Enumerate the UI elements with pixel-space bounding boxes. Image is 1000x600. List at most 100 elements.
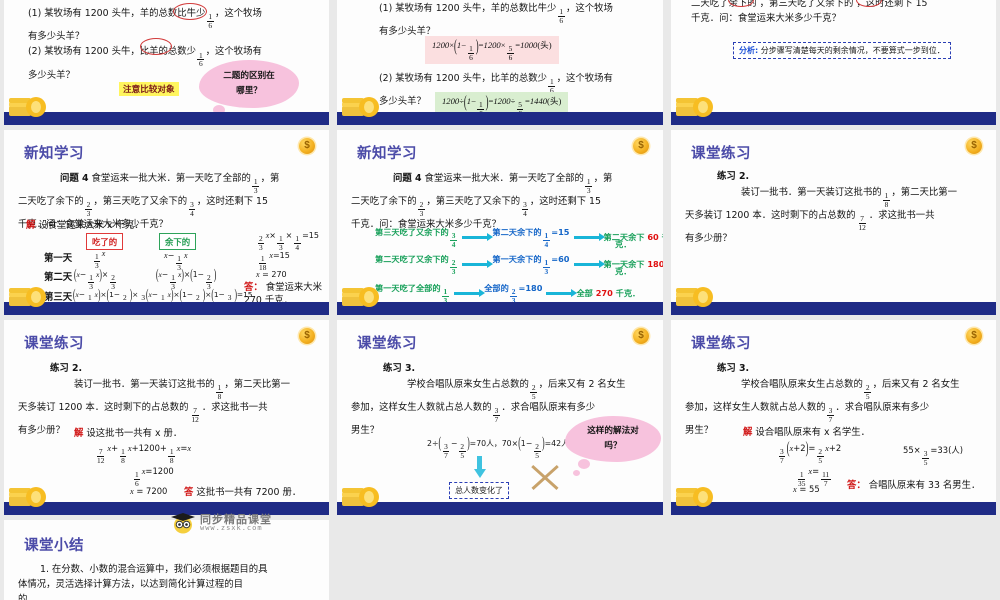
coins-icon (676, 97, 713, 117)
slide-r2c3-line-3: 有多少册？ (685, 233, 732, 245)
exercise-label: 练习 2. (50, 363, 83, 374)
slide-footer-bar (337, 112, 663, 125)
problem-label: 问题 4 (393, 173, 422, 184)
coin-badge-icon: $ (299, 328, 315, 344)
coins-icon (9, 287, 46, 307)
watermark: 同步精品课堂 www.zsxk.com (170, 512, 272, 534)
watermark-brand: 同步精品课堂 (200, 512, 272, 526)
arrow-icon (573, 232, 605, 241)
watermark-url: www.zsxk.com (200, 524, 263, 533)
slide-r1c3-line-2: 千克．问：食堂运来大米多少千克？ (691, 13, 842, 25)
answer-tag: 答： (244, 282, 263, 293)
slide-footer-bar (4, 112, 329, 125)
exercise-label: 练习 2. (717, 171, 750, 182)
arrow-icon (462, 232, 494, 241)
solution-text: 设合唱队原来有 x 名学生． (755, 427, 871, 438)
flow-c-2: 第一天余下 180 千 (603, 259, 663, 270)
flow-row-2-cont: 克． (615, 266, 632, 276)
slide-r3c1-line-3: 有多少册？ (18, 425, 65, 437)
cloud-line-2: 吗？ (604, 441, 622, 451)
row-label-day3: 第三天 (44, 292, 73, 303)
equation-3: x = 55 (793, 484, 820, 494)
solution-tag: 解 (74, 428, 84, 439)
coins-icon (342, 487, 379, 507)
analysis-text: 分步骤写清楚每天的剩余情况，不要算式一步到位． (760, 46, 945, 55)
coins-icon (676, 287, 713, 307)
thought-cloud: 这样的解法对 吗？ (565, 416, 661, 476)
coins-icon (342, 97, 379, 117)
slide-title: 新知学习 (357, 146, 417, 162)
slide-footer-bar (337, 302, 663, 315)
slide-r1c2-line-4: 多少头羊？ (379, 96, 426, 108)
highlight-note: 注意比较对象 (119, 82, 179, 96)
slide-r4c1: 课堂小结 1. 在分数、小数的混合运算中，我们必须根据题目的具 体情况，灵活选择… (4, 520, 329, 600)
slide-title: 课堂练习 (24, 336, 84, 352)
owl-graduate-icon (171, 513, 195, 534)
flow-c-3: 全部 270 千克． (576, 288, 641, 299)
column-header-left: 余下的 (159, 233, 197, 250)
coin-badge-icon: $ (299, 138, 315, 154)
slide-r3c2-line-3: 男生？ (351, 425, 380, 437)
answer-tag: 答 (184, 487, 194, 498)
slide-r4c1-line-2: 体情况，灵活选择计算方法，以达到简化计算过程的目 (18, 579, 244, 591)
note-box: 总人数变化了 (449, 482, 509, 499)
cloud-line-1: 这样的解法对 (587, 426, 639, 437)
slide-cell-r4c1[interactable]: 课堂小结 1. 在分数、小数的混合运算中，我们必须根据题目的具 体情况，灵活选择… (0, 520, 333, 600)
slide-title: 课堂小结 (24, 538, 84, 554)
coin-badge-icon: $ (633, 328, 649, 344)
slide-cell-r1c3[interactable]: 二天吃了余下的 ，第三天吃了又余下的 ，这时还剩下 15 千克．问：食堂运来大米… (667, 0, 1000, 130)
slide-footer-bar (4, 302, 329, 315)
solution-tag: 解 (743, 427, 753, 438)
coins-icon (342, 287, 379, 307)
coins-icon (9, 97, 46, 117)
row-label-day1: 第一天 (44, 253, 73, 264)
solution-text: 设这批书一共有 x 册． (86, 428, 183, 439)
slide-footer-bar (671, 502, 996, 515)
thought-cloud: 二题的区别在 哪里？ (199, 60, 299, 122)
equation-3: x = 7200 (130, 486, 168, 496)
answer-text: 合唱队原来有 33 名男生． (868, 480, 981, 491)
slide-title: 课堂练习 (357, 336, 417, 352)
answer-text: 食堂运来大米 270 千克． (244, 282, 323, 306)
slide-footer-bar (671, 112, 996, 125)
coins-icon (9, 487, 46, 507)
slide-r1c2-line-2: 有多少头羊？ (379, 26, 436, 38)
coin-badge-icon: $ (633, 138, 649, 154)
slide-r2c1-line-3: 千克．问：食堂运来大米多少千克？ (18, 219, 169, 231)
